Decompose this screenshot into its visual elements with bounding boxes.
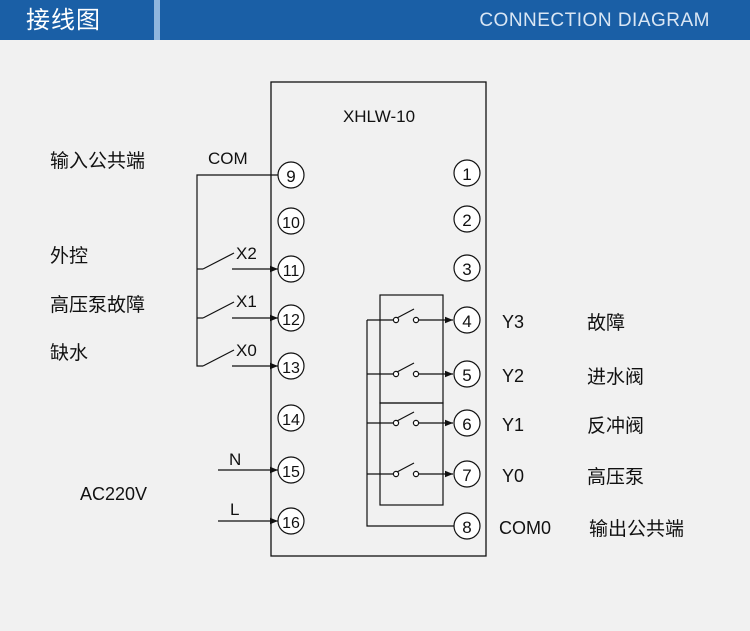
com0-description: 输出公共端 <box>589 518 684 540</box>
header-accent-bar <box>154 0 160 40</box>
terminal-14: 14 <box>277 404 305 432</box>
connection-diagram: XHLW-10 9 10 11 12 13 14 15 16 1 2 <box>0 40 750 631</box>
relay-group-lower <box>379 402 444 506</box>
l-label: L <box>230 500 239 519</box>
y0-label: Y0 <box>502 466 524 486</box>
terminal-8: 8 <box>453 512 481 540</box>
terminal-2: 2 <box>453 205 481 233</box>
com-description: 输入公共端 <box>50 150 145 172</box>
svg-text:2: 2 <box>462 211 471 230</box>
svg-text:12: 12 <box>282 312 300 329</box>
x0-label: X0 <box>236 341 257 360</box>
svg-text:11: 11 <box>283 263 300 280</box>
y2-label: Y2 <box>502 366 524 386</box>
x1-label: X1 <box>236 292 257 311</box>
svg-text:4: 4 <box>462 312 471 331</box>
svg-text:7: 7 <box>462 466 471 485</box>
y3-description: 故障 <box>587 312 625 334</box>
y0-description: 高压泵 <box>587 466 644 488</box>
terminal-7: 7 <box>453 460 481 488</box>
terminal-10: 10 <box>277 207 305 235</box>
svg-text:8: 8 <box>462 518 471 537</box>
y1-label: Y1 <box>502 415 524 435</box>
y3-label: Y3 <box>502 312 524 332</box>
device-model: XHLW-10 <box>343 107 415 126</box>
output-wiring <box>366 308 454 527</box>
header-title: 接线图 <box>26 6 101 34</box>
n-label: N <box>229 450 241 469</box>
terminal-4: 4 <box>453 306 481 334</box>
svg-text:15: 15 <box>282 464 300 481</box>
x2-description: 外控 <box>50 245 88 267</box>
svg-text:14: 14 <box>282 412 300 429</box>
svg-text:13: 13 <box>282 360 300 377</box>
y1-description: 反冲阀 <box>587 415 644 437</box>
terminal-5: 5 <box>453 360 481 388</box>
com-label: COM <box>208 149 248 168</box>
terminal-9: 9 <box>277 161 305 189</box>
x0-description: 缺水 <box>50 342 88 364</box>
terminal-3: 3 <box>453 254 481 282</box>
terminal-11: 11 <box>277 255 305 283</box>
header-banner: 接线图 CONNECTION DIAGRAM <box>0 0 750 40</box>
relay-group-upper <box>379 294 444 404</box>
svg-text:9: 9 <box>286 167 295 186</box>
input-wiring <box>196 174 278 525</box>
power-description: AC220V <box>80 484 147 504</box>
x1-description: 高压泵故障 <box>50 294 145 316</box>
terminal-13: 13 <box>277 352 305 380</box>
terminal-6: 6 <box>453 409 481 437</box>
terminal-15: 15 <box>277 456 305 484</box>
terminal-12: 12 <box>277 304 305 332</box>
svg-text:10: 10 <box>282 215 300 232</box>
x2-label: X2 <box>236 244 257 263</box>
svg-text:1: 1 <box>462 165 471 184</box>
com0-label: COM0 <box>499 518 551 538</box>
terminal-1: 1 <box>453 159 481 187</box>
header-subtitle: CONNECTION DIAGRAM <box>479 10 710 31</box>
svg-text:6: 6 <box>462 415 471 434</box>
y2-description: 进水阀 <box>587 366 644 388</box>
svg-text:5: 5 <box>462 366 471 385</box>
terminal-16: 16 <box>277 507 305 535</box>
svg-text:3: 3 <box>462 260 471 279</box>
svg-text:16: 16 <box>282 515 300 532</box>
